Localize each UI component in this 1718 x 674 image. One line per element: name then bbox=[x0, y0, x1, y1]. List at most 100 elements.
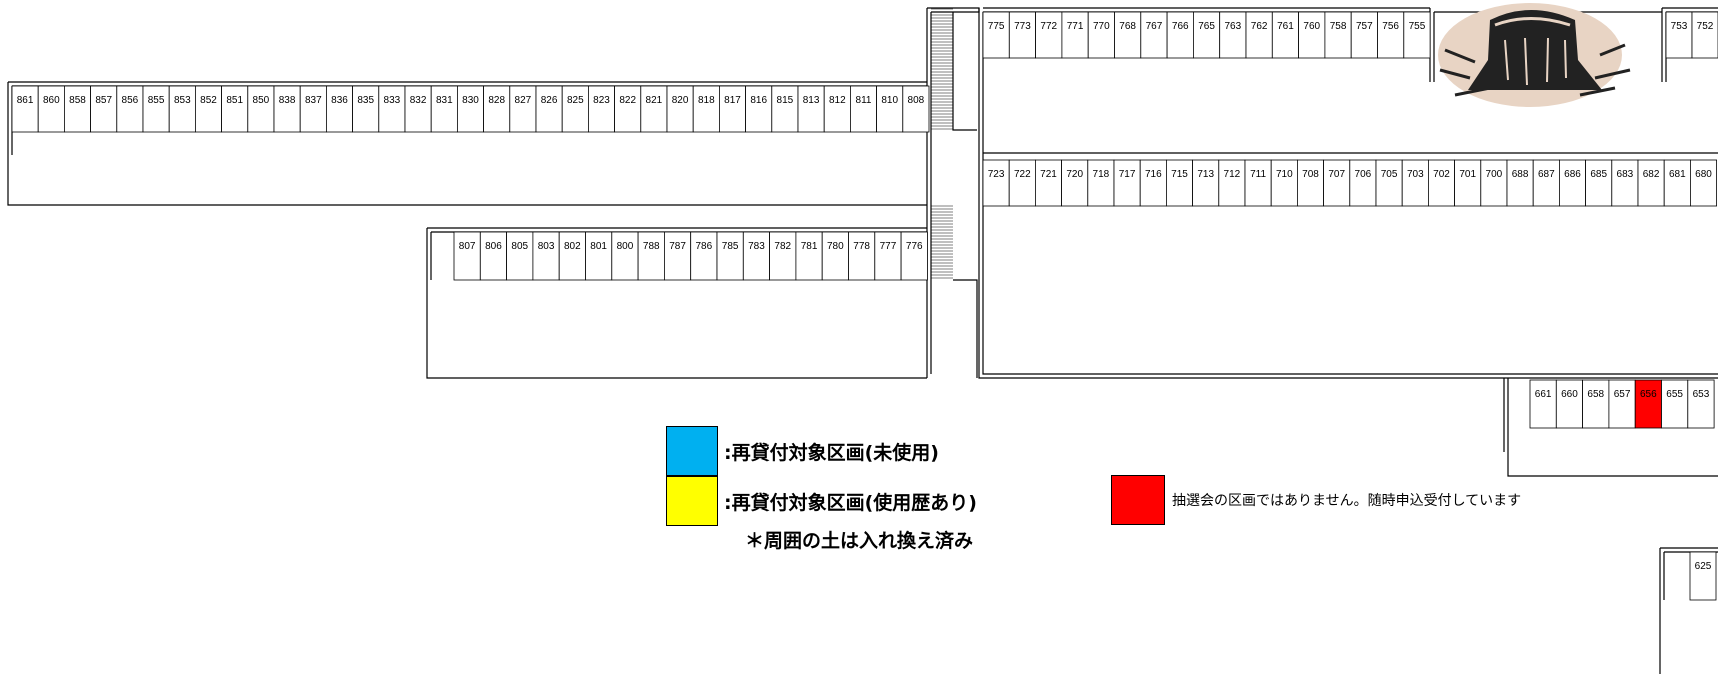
plot-cell[interactable] bbox=[1377, 11, 1405, 59]
plot-cell[interactable] bbox=[588, 85, 616, 133]
plot-cell[interactable] bbox=[483, 85, 511, 133]
plot-cell[interactable] bbox=[1634, 379, 1662, 429]
plot-cell[interactable] bbox=[1665, 11, 1693, 59]
plot-801[interactable]: 801 bbox=[585, 231, 613, 281]
plot-cell[interactable] bbox=[1140, 11, 1168, 59]
plot-683[interactable]: 683 bbox=[1611, 159, 1639, 207]
plot-780[interactable]: 780 bbox=[821, 231, 849, 281]
plot-823[interactable]: 823 bbox=[588, 85, 616, 133]
plot-cell[interactable] bbox=[1323, 159, 1351, 207]
plot-782[interactable]: 782 bbox=[769, 231, 797, 281]
plot-cell[interactable] bbox=[430, 85, 458, 133]
plot-832[interactable]: 832 bbox=[404, 85, 432, 133]
plot-700[interactable]: 700 bbox=[1480, 159, 1508, 207]
plot-cell[interactable] bbox=[299, 85, 327, 133]
plot-cell[interactable] bbox=[1403, 11, 1431, 59]
plot-836[interactable]: 836 bbox=[325, 85, 353, 133]
plot-cell[interactable] bbox=[116, 85, 144, 133]
plot-cell[interactable] bbox=[874, 231, 902, 281]
plot-cell[interactable] bbox=[771, 85, 799, 133]
plot-717[interactable]: 717 bbox=[1113, 159, 1141, 207]
plot-827[interactable]: 827 bbox=[509, 85, 537, 133]
plot-cell[interactable] bbox=[637, 231, 665, 281]
plot-837[interactable]: 837 bbox=[299, 85, 327, 133]
plot-cell[interactable] bbox=[1689, 551, 1717, 601]
plot-cell[interactable] bbox=[1454, 159, 1482, 207]
plot-716[interactable]: 716 bbox=[1139, 159, 1167, 207]
plot-710[interactable]: 710 bbox=[1270, 159, 1298, 207]
plot-cell[interactable] bbox=[1661, 379, 1689, 429]
plot-cell[interactable] bbox=[902, 85, 930, 133]
plot-805[interactable]: 805 bbox=[506, 231, 534, 281]
plot-783[interactable]: 783 bbox=[742, 231, 770, 281]
plot-cell[interactable] bbox=[404, 85, 432, 133]
plot-853[interactable]: 853 bbox=[168, 85, 196, 133]
plot-cell[interactable] bbox=[1008, 11, 1036, 59]
plot-681[interactable]: 681 bbox=[1663, 159, 1691, 207]
plot-682[interactable]: 682 bbox=[1637, 159, 1665, 207]
plot-cell[interactable] bbox=[1687, 379, 1715, 429]
plot-721[interactable]: 721 bbox=[1035, 159, 1063, 207]
plot-781[interactable]: 781 bbox=[795, 231, 823, 281]
plot-cell[interactable] bbox=[716, 231, 744, 281]
plot-830[interactable]: 830 bbox=[456, 85, 484, 133]
plot-701[interactable]: 701 bbox=[1454, 159, 1482, 207]
plot-cell[interactable] bbox=[1244, 159, 1272, 207]
plot-820[interactable]: 820 bbox=[666, 85, 694, 133]
plot-cell[interactable] bbox=[1529, 379, 1557, 429]
plot-772[interactable]: 772 bbox=[1035, 11, 1063, 59]
plot-cell[interactable] bbox=[1691, 11, 1718, 59]
plot-758[interactable]: 758 bbox=[1324, 11, 1352, 59]
plot-803[interactable]: 803 bbox=[532, 231, 560, 281]
plot-cell[interactable] bbox=[561, 85, 589, 133]
plot-cell[interactable] bbox=[795, 231, 823, 281]
plot-767[interactable]: 767 bbox=[1140, 11, 1168, 59]
plot-806[interactable]: 806 bbox=[479, 231, 507, 281]
plot-cell[interactable] bbox=[1585, 159, 1613, 207]
plot-cell[interactable] bbox=[797, 85, 825, 133]
plot-757[interactable]: 757 bbox=[1350, 11, 1378, 59]
plot-707[interactable]: 707 bbox=[1323, 159, 1351, 207]
plot-cell[interactable] bbox=[585, 231, 613, 281]
plot-660[interactable]: 660 bbox=[1555, 379, 1584, 429]
plot-766[interactable]: 766 bbox=[1166, 11, 1194, 59]
plot-cell[interactable] bbox=[506, 231, 534, 281]
plot-cell[interactable] bbox=[876, 85, 904, 133]
plot-cell[interactable] bbox=[1532, 159, 1560, 207]
plot-cell[interactable] bbox=[1375, 159, 1403, 207]
plot-cell[interactable] bbox=[1350, 11, 1378, 59]
plot-850[interactable]: 850 bbox=[247, 85, 275, 133]
plot-861[interactable]: 861 bbox=[11, 85, 39, 133]
plot-cell[interactable] bbox=[900, 231, 928, 281]
plot-688[interactable]: 688 bbox=[1506, 159, 1534, 207]
plot-cell[interactable] bbox=[378, 85, 406, 133]
plot-cell[interactable] bbox=[821, 231, 849, 281]
plot-656[interactable]: 656 bbox=[1634, 379, 1662, 429]
plot-cell[interactable] bbox=[1559, 159, 1587, 207]
plot-cell[interactable] bbox=[611, 231, 639, 281]
plot-cell[interactable] bbox=[1582, 379, 1610, 429]
plot-752[interactable]: 752 bbox=[1691, 11, 1718, 59]
plot-cell[interactable] bbox=[1166, 159, 1194, 207]
plot-cell[interactable] bbox=[1297, 159, 1325, 207]
plot-763[interactable]: 763 bbox=[1219, 11, 1247, 59]
plot-812[interactable]: 812 bbox=[823, 85, 851, 133]
plot-813[interactable]: 813 bbox=[797, 85, 825, 133]
plot-655[interactable]: 655 bbox=[1661, 379, 1689, 429]
plot-713[interactable]: 713 bbox=[1192, 159, 1220, 207]
plot-787[interactable]: 787 bbox=[664, 231, 692, 281]
plot-816[interactable]: 816 bbox=[745, 85, 773, 133]
plot-cell[interactable] bbox=[982, 11, 1010, 59]
plot-cell[interactable] bbox=[1506, 159, 1534, 207]
plot-cell[interactable] bbox=[1608, 379, 1636, 429]
plot-778[interactable]: 778 bbox=[848, 231, 876, 281]
plot-cell[interactable] bbox=[1428, 159, 1456, 207]
plot-cell[interactable] bbox=[1192, 159, 1220, 207]
plot-712[interactable]: 712 bbox=[1218, 159, 1246, 207]
plot-cell[interactable] bbox=[850, 85, 878, 133]
plot-cell[interactable] bbox=[1245, 11, 1273, 59]
plot-788[interactable]: 788 bbox=[637, 231, 665, 281]
plot-765[interactable]: 765 bbox=[1193, 11, 1221, 59]
plot-cell[interactable] bbox=[1193, 11, 1221, 59]
plot-cell[interactable] bbox=[640, 85, 668, 133]
